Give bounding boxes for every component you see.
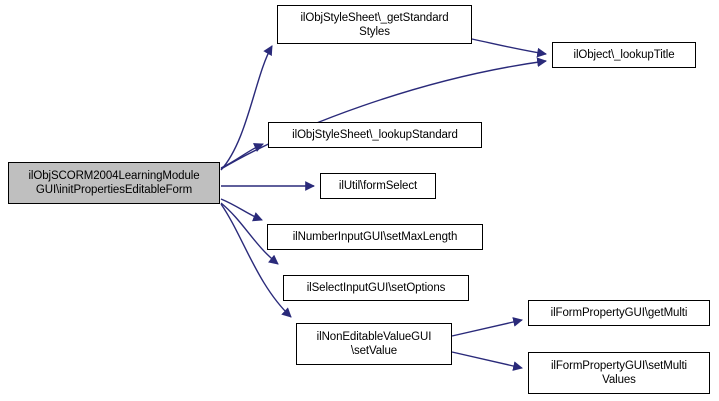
node-setmaxlength-label: ilNumberInputGUI\setMaxLength — [292, 231, 458, 243]
node-setvalue-label: ilNonEditableValueGUI \setValue — [316, 331, 432, 357]
node-lookuptitle-label: ilObject\_lookupTitle — [573, 49, 675, 61]
edge-root-to-getStandardStyles — [220, 45, 273, 171]
edge-root-to-lookupTitle — [220, 57, 547, 170]
node-lookupstandard-label: ilObjStyleSheet\_lookupStandard — [292, 129, 458, 141]
node-root[interactable]: ilObjSCORM2004LearningModule GUI\initPro… — [8, 162, 220, 204]
node-setvalue[interactable]: ilNonEditableValueGUI \setValue — [296, 323, 452, 365]
node-lookuptitle[interactable]: ilObject\_lookupTitle — [552, 42, 696, 68]
edge-getStandardStyles-to-lookupTitle — [471, 38, 547, 58]
edge-root-to-setValue — [220, 203, 292, 318]
node-getstandardstyles[interactable]: ilObjStyleSheet\_getStandard Styles — [277, 5, 472, 44]
node-formselect-label: ilUtil\formSelect — [338, 180, 418, 192]
edge-root-to-setMaxLength — [220, 198, 263, 222]
node-getmulti[interactable]: ilFormPropertyGUI\getMulti — [528, 300, 710, 326]
node-setoptions[interactable]: ilSelectInputGUI\setOptions — [283, 275, 469, 301]
node-root-label: ilObjSCORM2004LearningModule GUI\initPro… — [28, 170, 200, 196]
node-setmaxlength[interactable]: ilNumberInputGUI\setMaxLength — [267, 224, 483, 250]
node-getmulti-label: ilFormPropertyGUI\getMulti — [550, 307, 688, 319]
node-formselect[interactable]: ilUtil\formSelect — [320, 173, 436, 199]
node-setoptions-label: ilSelectInputGUI\setOptions — [306, 282, 446, 294]
node-setmultivalues[interactable]: ilFormPropertyGUI\setMulti Values — [528, 352, 710, 394]
node-lookupstandard[interactable]: ilObjStyleSheet\_lookupStandard — [268, 122, 482, 148]
node-getstandardstyles-label: ilObjStyleSheet\_getStandard Styles — [300, 11, 449, 38]
node-setmultivalues-label: ilFormPropertyGUI\setMulti Values — [550, 360, 688, 386]
edge-setValue-to-setMultiValues — [451, 351, 523, 371]
edge-root-to-lookupStandard — [220, 143, 264, 169]
edge-setValue-to-getMulti — [451, 317, 523, 337]
